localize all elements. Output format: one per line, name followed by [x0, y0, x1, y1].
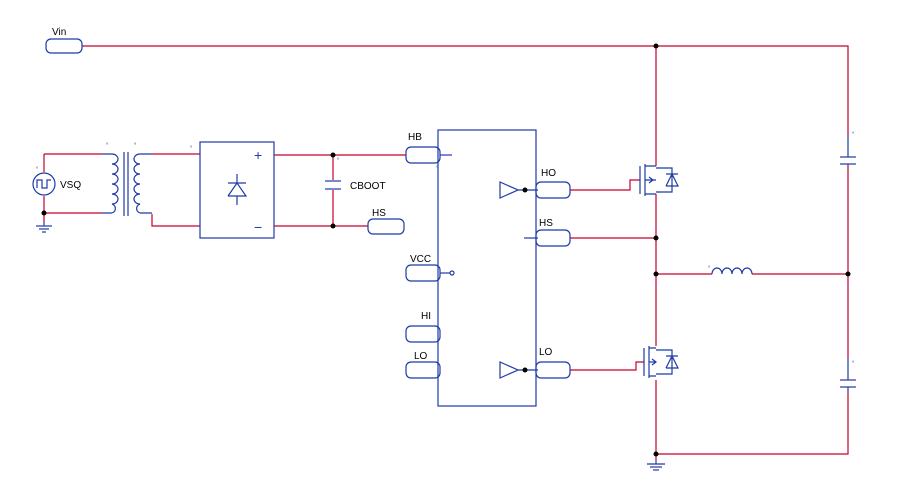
junction-vsq-bottom	[41, 210, 47, 216]
bridge-rectifier[interactable]: ° + −	[190, 141, 275, 239]
vsq-polarity-dot: °	[36, 167, 39, 173]
lo-gate-wire	[570, 361, 644, 371]
hs-body-diode-icon	[656, 167, 679, 193]
cboot-capacitor[interactable]: °	[325, 158, 341, 190]
cboot-dot: °	[337, 158, 340, 164]
pin-vcc-label: VCC	[410, 254, 431, 265]
ground-icon-source	[36, 222, 52, 233]
primary-dot: °	[106, 143, 109, 149]
vin-port[interactable]	[45, 38, 83, 54]
junction-cboot-top	[330, 152, 336, 158]
vin-label: Vin	[52, 27, 66, 38]
inductor-dot: °	[708, 266, 711, 272]
vsq-circle	[32, 172, 56, 196]
pin-vcc-terminal	[449, 270, 455, 276]
junction-vin	[653, 43, 659, 49]
top-capacitor[interactable]: °	[840, 132, 856, 167]
hs-port-label: HS	[372, 208, 386, 219]
junction-lo	[522, 367, 528, 373]
primary-coil-icon	[111, 153, 119, 214]
secondary-dot: °	[134, 143, 137, 149]
lo-buffer-icon	[499, 361, 520, 379]
high-side-mosfet[interactable]	[639, 164, 679, 196]
pin-vcc-port[interactable]	[405, 264, 441, 282]
pin-lo-in-port[interactable]	[405, 361, 441, 379]
junction-output	[845, 271, 851, 277]
junction-ho	[522, 187, 528, 193]
ls-arrow-icon	[651, 358, 657, 366]
cboot-label: CBOOT	[350, 181, 386, 192]
secondary-coil-icon	[133, 153, 141, 214]
bottom-capacitor[interactable]: °	[840, 358, 856, 392]
secondary-bottom-wire	[151, 214, 200, 227]
rectifier-box	[199, 141, 275, 239]
pin-hb-dot: °	[436, 166, 439, 172]
pin-hs-label: HS	[539, 218, 553, 229]
vin-rail	[82, 45, 849, 135]
junction-ground	[653, 451, 659, 457]
rectifier-minus: −	[254, 219, 262, 235]
ho-gate-wire	[570, 179, 640, 191]
junction-switch-node	[653, 271, 659, 277]
square-wave-icon	[36, 179, 51, 189]
inductor-coil-icon	[711, 267, 753, 275]
pin-hb-port[interactable]	[405, 146, 441, 164]
transformer[interactable]: ° °	[102, 143, 152, 216]
bottom-cap-dot: °	[852, 361, 855, 367]
rectifier-dot: °	[190, 146, 193, 152]
ground-icon-power	[647, 460, 665, 471]
junction-dots	[41, 43, 851, 457]
hs-arrow-icon	[648, 176, 654, 184]
hs-port[interactable]	[367, 218, 405, 235]
bottom-cap-return-wire	[656, 392, 849, 455]
diode-icon	[227, 174, 248, 205]
rectifier-plus: +	[254, 147, 262, 163]
ls-terminals	[649, 347, 656, 377]
pin-hi-port[interactable]	[405, 325, 441, 343]
ls-body-diode-icon	[656, 349, 679, 375]
pin-lo-out-port[interactable]	[535, 361, 571, 379]
pin-ho-label: HO	[541, 168, 556, 179]
pin-hi-label: HI	[421, 311, 431, 322]
vsq-source[interactable]: °	[32, 167, 56, 196]
secondary-leads	[140, 153, 152, 214]
pin-lo-in-label: LO	[414, 351, 428, 362]
gate-driver-ic[interactable]: ° HB VCC HI LO HO HS LO	[405, 129, 571, 407]
pin-hb-label: HB	[408, 132, 422, 143]
low-side-mosfet[interactable]	[643, 346, 679, 378]
primary-leads	[102, 153, 112, 214]
ho-buffer-icon	[499, 181, 520, 199]
driver-body	[437, 129, 537, 407]
junction-hs	[653, 235, 659, 241]
pin-lo-out-label: LO	[539, 347, 553, 358]
output-inductor[interactable]: °	[708, 266, 753, 275]
vsq-label: VSQ	[60, 180, 81, 191]
pin-hs-port[interactable]	[535, 229, 571, 247]
top-cap-dot: °	[852, 132, 855, 138]
pin-ho-port[interactable]	[535, 181, 571, 199]
hs-terminals	[645, 165, 656, 195]
junction-cboot-bottom	[330, 223, 336, 229]
